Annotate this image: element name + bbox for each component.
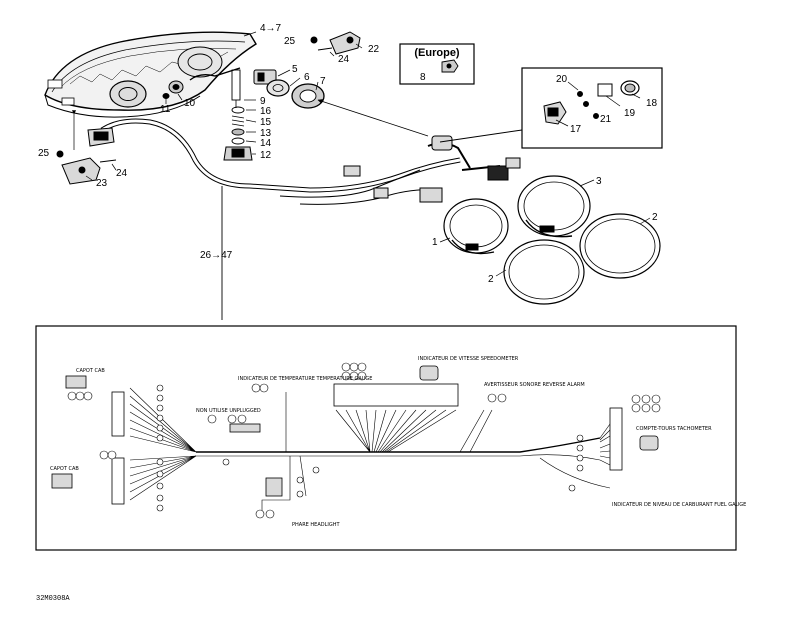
reference-bubbles — [67, 362, 661, 519]
bracket-bottom — [56, 150, 117, 185]
callout-13: 13 — [260, 128, 272, 139]
schematic-wiring — [129, 387, 621, 516]
callout-12: 12 — [260, 150, 272, 161]
callout-2-bottom: 2 — [488, 274, 494, 285]
label-phare: PHARE HEADLIGHT — [292, 522, 341, 528]
callout-22: 22 — [368, 44, 380, 55]
drawing-reference: 32M0308A — [36, 595, 70, 603]
label-capot-top: CAPOT CAB — [76, 368, 105, 374]
callout-7: 7 — [320, 76, 326, 87]
gauge-inset — [521, 67, 663, 149]
leader-lines — [71, 31, 651, 277]
bracket-top — [310, 31, 361, 55]
callout-17: 17 — [570, 124, 582, 135]
callout-10: 10 — [184, 98, 196, 109]
callout-6: 6 — [304, 72, 310, 83]
callout-19: 19 — [624, 108, 636, 119]
upper-harness — [87, 99, 523, 320]
schematic-frame — [35, 325, 737, 551]
callout-26-47: 26→47 — [200, 250, 233, 261]
callout-18: 18 — [646, 98, 658, 109]
callout-5: 5 — [292, 64, 298, 75]
callout-9: 9 — [260, 96, 266, 107]
label-note: NON UTILISE UNPLUGGED — [196, 408, 261, 414]
callout-4-7: 4→7 — [260, 23, 282, 34]
europe-label: (Europe) — [414, 47, 460, 59]
gauges — [443, 175, 661, 305]
callout-8: 8 — [420, 72, 426, 83]
label-temp-gauge: INDICATEUR DE TEMPERATURE TEMPERATURE GA… — [238, 376, 372, 382]
callout-16: 16 — [260, 106, 272, 117]
callout-15: 15 — [260, 117, 272, 128]
callout-3: 3 — [596, 176, 602, 187]
callout-24-bottom: 24 — [116, 168, 128, 179]
label-speedometer: INDICATEUR DE VITESSE SPEEDOMETER — [418, 356, 519, 362]
callout-23: 23 — [96, 178, 108, 189]
callout-20: 20 — [556, 74, 568, 85]
callout-1: 1 — [432, 237, 438, 248]
callout-25-top: 25 — [284, 36, 296, 47]
label-tachometer: COMPTE-TOURS TACHOMETER — [636, 426, 712, 432]
callout-24-top: 24 — [338, 54, 350, 65]
label-capot-bottom: CAPOT CAB — [50, 466, 79, 472]
callout-2-right: 2 — [652, 212, 658, 223]
callout-25-bottom: 25 — [38, 148, 50, 159]
callout-11: 11 — [160, 104, 171, 115]
europe-inset — [399, 43, 475, 85]
label-fuel-gauge: INDICATEUR DE NIVEAU DE CARBURANT FUEL G… — [612, 502, 746, 508]
label-reverse-alarm: AVERTISSEUR SONORE REVERSE ALARM — [484, 382, 585, 388]
headlight-housing — [44, 31, 257, 118]
schematic-connectors — [51, 365, 659, 505]
callout-14: 14 — [260, 138, 272, 149]
stacked-parts — [223, 106, 253, 161]
callout-21: 21 — [600, 114, 612, 125]
